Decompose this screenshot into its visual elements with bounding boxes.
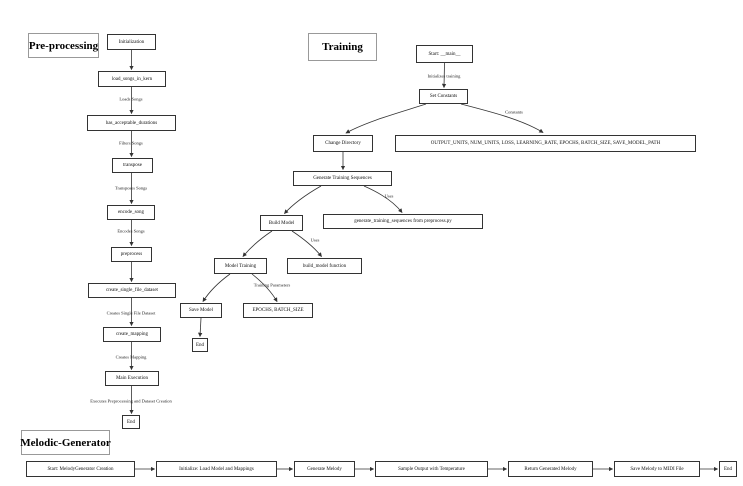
node-mg-initialize: Initialize: Load Model and Mappings [156, 461, 277, 477]
section-title-preprocessing: Pre-processing [28, 33, 99, 58]
edge-buildmodel-bmfunction [291, 230, 322, 258]
node-save-model: Save Model [180, 303, 222, 318]
node-training-end: End [192, 338, 208, 352]
node-mg-start: Start: MelodyGenerator Creation [26, 461, 135, 477]
node-generate-training-sequences: Generate Training Sequences [293, 171, 392, 186]
section-title-training: Training [308, 33, 377, 61]
node-mg-generate-melody: Generate Melody [294, 461, 355, 477]
node-mg-return-melody: Return Generated Melody [508, 461, 593, 477]
node-model-training: Model Training [214, 258, 267, 274]
node-epochs-batch-size: EPOCHS, BATCH_SIZE [243, 303, 313, 318]
node-generate-training-sequences-from-preprocess: generate_training_sequences from preproc… [323, 214, 483, 229]
edge-buildmodel-modeltraining [242, 230, 273, 258]
edge-label-loads-songs: Loads Songs [119, 96, 143, 102]
node-mg-save-midi: Save Melody to MIDI File [614, 461, 700, 477]
node-preprocessing-end: End [122, 415, 140, 429]
edge-label-encodes-songs: Encodes Songs [117, 228, 145, 234]
node-preprocess: preprocess [111, 247, 152, 262]
node-create-mapping: create_mapping [103, 327, 161, 342]
node-load-songs-in-kern: load_songs_in_kern [98, 71, 166, 87]
node-transpose: transpose [112, 158, 153, 173]
edge-label-transposes-songs: Transposes Songs [114, 185, 148, 191]
edge-modeltraining-epochs [251, 273, 278, 303]
node-build-model-function: build_model function [287, 258, 362, 274]
edge-label-constants: Constants [505, 109, 523, 115]
edge-savemodel-end [198, 317, 203, 338]
node-has-acceptable-durations: has_acceptable_durations [87, 115, 176, 131]
edge-setconstants-constants [460, 103, 544, 133]
edge-start-setconstants [441, 62, 447, 89]
node-mg-end: End [719, 461, 737, 477]
edge-label-initializes-training: Initializes training [427, 73, 461, 79]
node-set-constants: Set Constants [419, 89, 468, 104]
edge-label-training-parameters: Training Parameters [253, 282, 291, 288]
edge-label-creates-single-file-dataset: Creates Single File Dataset [106, 310, 156, 316]
edge-setconstants-changedir [345, 103, 427, 134]
node-start-main: Start: __main__ [416, 45, 473, 63]
node-create-single-file-dataset: create_single_file_dataset [88, 283, 176, 298]
node-initialization: Initialization [107, 34, 156, 50]
edge-modeltraining-savemodel [202, 273, 231, 303]
node-build-model: Build Model [260, 215, 303, 231]
node-change-directory: Change Directory [313, 135, 373, 152]
edge-gts-buildmodel [284, 185, 322, 214]
section-title-melodic-generator: Melodic-Generator [20, 430, 111, 455]
node-encode-song: encode_song [107, 205, 155, 220]
edge-label-creates-mapping: Creates Mapping [115, 354, 147, 360]
edge-label-executes-preprocessing: Executes Preprocessing and Dataset Creat… [90, 398, 172, 404]
edge-label-filters-songs: Filters Songs [119, 140, 143, 146]
edge-label-uses-sequences: Uses [384, 193, 394, 199]
node-constants-list: OUTPUT_UNITS, NUM_UNITS, LOSS, LEARNING_… [395, 135, 696, 152]
edge-gts-gtsfunction [363, 185, 403, 214]
node-mg-sample-output: Sample Output with Temperature [375, 461, 488, 477]
edge-label-uses-function: Uses [310, 237, 320, 243]
node-main-execution: Main Execution [105, 371, 159, 386]
